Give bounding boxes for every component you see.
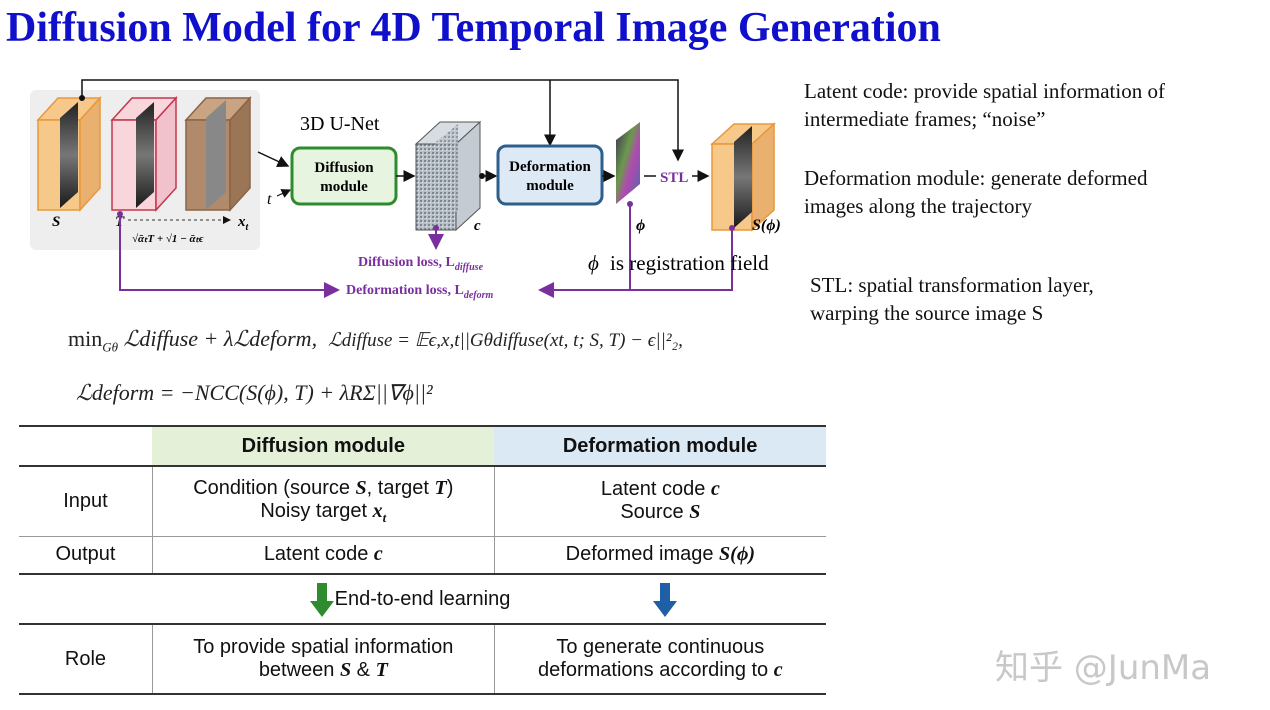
diffusion-module-box <box>290 146 398 206</box>
latent-cube-c <box>414 120 482 232</box>
diffusion-box-line1: Diffusion <box>314 160 374 176</box>
latent-code-note: Latent code: provide spatial information… <box>804 77 1165 133</box>
stl-note-line2: warping the source image S <box>810 301 1044 325</box>
module-comparison-table: Diffusion module Deformation module Inpu… <box>19 425 826 695</box>
blue-down-arrow-icon <box>653 583 677 617</box>
objective-equation: minGθ ℒdiffuse + λℒdeform, ℒdiffuse = 𝔼ϵ… <box>68 326 683 355</box>
stl-note-line1: STL: spatial transformation layer, <box>810 273 1094 297</box>
deform-note-line1: Deformation module: generate deformed <box>804 166 1148 190</box>
deform-note-line2: images along the trajectory <box>804 194 1032 218</box>
diffusion-loss-label: Diffusion loss, Ldiffuse <box>358 255 484 273</box>
latent-note-line1: Latent code: provide spatial information… <box>804 79 1165 103</box>
deformation-box-line1: Deformation <box>509 159 591 175</box>
table-header-empty <box>19 426 153 467</box>
deformation-loss-label: Deformation loss, Ldeform <box>346 283 493 301</box>
noise-formula: √ᾱₜT + √1 − ᾱₜϵ <box>132 233 204 245</box>
stl-note: STL: spatial transformation layer, warpi… <box>810 271 1094 327</box>
end-to-end-row: End-to-end learning <box>19 574 826 624</box>
slide-title: Diffusion Model for 4D Temporal Image Ge… <box>6 5 941 51</box>
pipeline-diagram: S T xt √ᾱₜT + √1 − ᾱₜϵ t 3D U-Net Diffus… <box>30 79 781 301</box>
registration-phi: ϕ <box>588 251 599 275</box>
s-phi-label: S(ϕ) <box>752 217 781 234</box>
latent-note-line2: intermediate frames; “noise” <box>804 107 1046 131</box>
objective-terms: ℒdiffuse + λℒdeform, <box>123 326 318 351</box>
diffusion-box-line2: module <box>320 179 368 195</box>
cube-s <box>36 96 102 212</box>
xt-label: xt <box>237 214 250 233</box>
stl-label: STL <box>660 170 688 186</box>
phi-label: ϕ <box>636 217 645 234</box>
cube-xt <box>184 96 252 212</box>
output-deformation-cell: Deformed image S(ϕ) <box>493 536 826 574</box>
registration-field-image <box>616 122 640 204</box>
registration-note: is registration field <box>610 251 769 275</box>
green-down-arrow-icon <box>310 583 334 617</box>
role-deformation-cell: To generate continuous deformations acco… <box>493 624 826 694</box>
input-diffusion-cell: Condition (source S, target T) Noisy tar… <box>151 466 495 536</box>
t-input-label: t <box>267 191 272 208</box>
cube-s-phi <box>710 122 776 232</box>
table-header-deformation: Deformation module <box>494 426 826 467</box>
input-deformation-cell: Latent code c Source S <box>493 466 826 536</box>
deformation-module-note: Deformation module: generate deformed im… <box>804 164 1147 220</box>
end-to-end-label: End-to-end learning <box>334 587 511 610</box>
s-label: S <box>52 214 60 230</box>
role-diffusion-cell: To provide spatial information between S… <box>151 624 495 694</box>
deformation-module-box <box>496 144 604 206</box>
watermark: 知乎 @JunMa <box>995 648 1212 688</box>
c-label: c <box>474 218 481 234</box>
deformation-box-line2: module <box>526 178 574 194</box>
row-label-role: Role <box>64 647 107 670</box>
deform-loss-equation: ℒdeform = −NCC(S(ϕ), T) + λRΣ||∇ϕ||² <box>76 380 433 405</box>
output-diffusion-cell: Latent code c <box>151 536 495 574</box>
min-operator: min <box>68 326 103 351</box>
diffuse-loss-definition: ℒdiffuse = 𝔼ϵ,x,t||Gθdiffuse(xt, t; S, T… <box>328 330 683 351</box>
unet-label: 3D U-Net <box>300 113 380 135</box>
row-label-output: Output <box>55 543 116 566</box>
table-header-diffusion: Diffusion module <box>152 426 495 467</box>
cube-t <box>110 96 178 212</box>
row-label-input: Input <box>63 489 108 512</box>
